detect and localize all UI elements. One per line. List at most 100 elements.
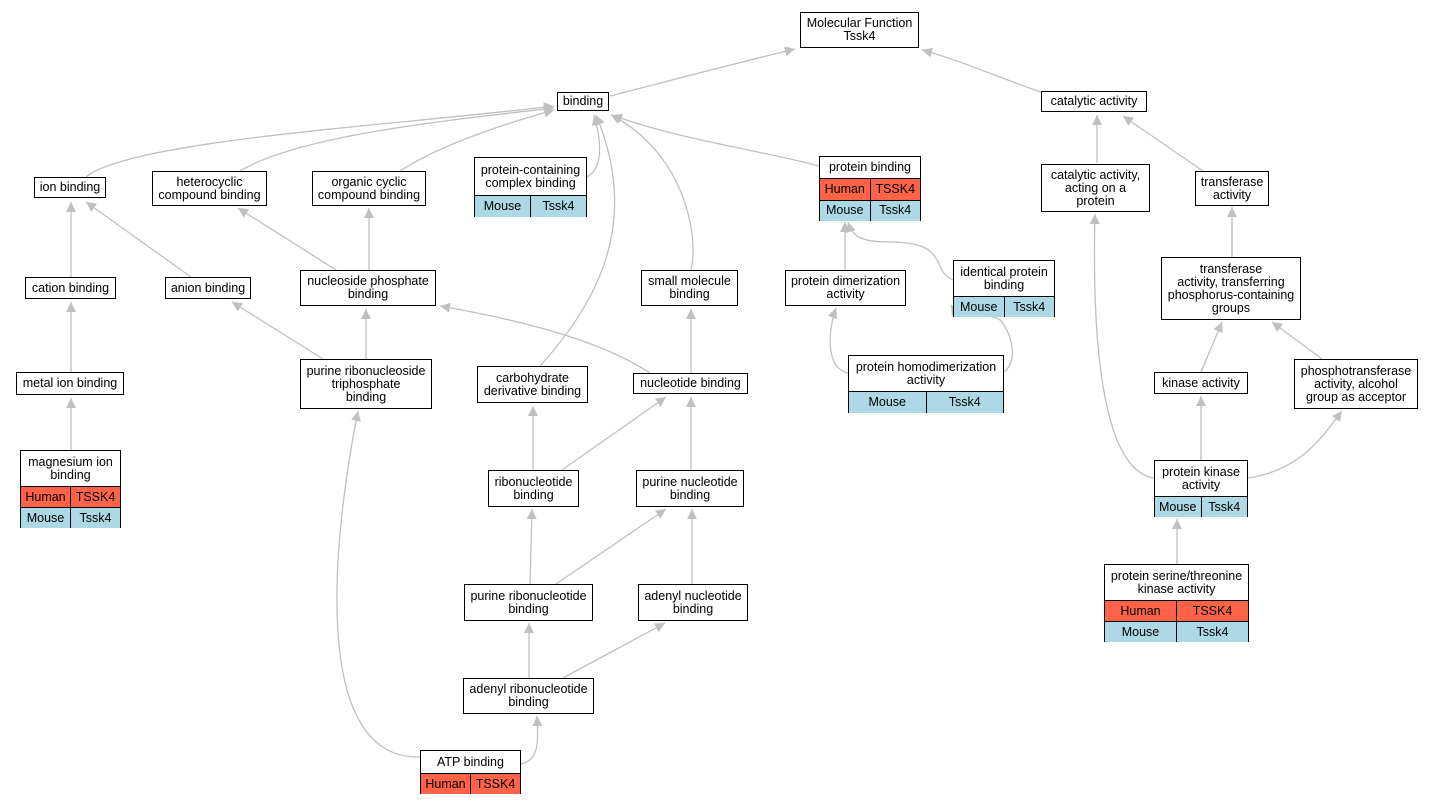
node-protein-serine-threonine-kinase-activity[interactable]: protein serine/threonine kinase activity…	[1104, 564, 1249, 642]
gene-cell: TSSK4	[70, 487, 120, 507]
edge-26	[555, 508, 667, 585]
annotation-row-human: Human TSSK4	[820, 178, 920, 200]
node-label: protein kinase activity	[1162, 464, 1240, 492]
gene-cell: Tssk4	[70, 508, 120, 528]
node-label: protein binding	[828, 160, 911, 174]
edge-10	[611, 113, 820, 167]
annotation-row-human: Human TSSK4	[1105, 600, 1248, 621]
edge-33	[827, 307, 849, 374]
node-adenyl-ribonucleotide-binding[interactable]: adenyl ribonucleotide binding	[463, 678, 594, 714]
species-cell: Human	[1120, 603, 1161, 618]
node-catalytic-activity-acting-on-a-protein[interactable]: catalytic activity, acting on a protein	[1041, 164, 1150, 212]
species-cell: Mouse	[1121, 624, 1160, 639]
node-label: metal ion binding	[22, 376, 118, 390]
gene-cell: TSSK4	[869, 179, 921, 200]
node-label: organic cyclic compound binding	[317, 174, 421, 202]
node-label: catalytic activity	[1050, 94, 1138, 108]
node-adenyl-nucleotide-binding[interactable]: adenyl nucleotide binding	[638, 584, 748, 621]
node-label: identical protein binding	[960, 264, 1048, 292]
edge-31	[520, 715, 543, 765]
node-small-molecule-binding[interactable]: small molecule binding	[641, 270, 738, 306]
species-cell: Human	[824, 181, 865, 196]
node-label: purine nucleotide binding	[642, 474, 738, 502]
edge-34	[845, 221, 954, 281]
gene-cell: TSSK4	[1176, 601, 1248, 621]
species-cell: Mouse	[825, 203, 864, 218]
gene-cell: Tssk4	[530, 196, 586, 217]
species-cell: Mouse	[26, 510, 65, 525]
node-ion-binding[interactable]: ion binding	[34, 177, 106, 198]
species-cell: Mouse	[1158, 499, 1197, 514]
edge-14	[237, 207, 337, 271]
edge-30	[336, 410, 421, 758]
node-catalytic-activity[interactable]: catalytic activity	[1041, 91, 1147, 112]
node-phosphotransferase-activity-alcohol-group-as-acceptor[interactable]: phosphotransferase activity, alcohol gro…	[1294, 359, 1418, 409]
node-label: adenyl nucleotide binding	[644, 588, 742, 616]
gene-cell: TSSK4	[470, 774, 520, 794]
edge-1	[609, 46, 796, 97]
node-label: heterocyclic compound binding	[158, 174, 261, 202]
node-label: ion binding	[39, 180, 101, 194]
node-anion-binding[interactable]: anion binding	[165, 277, 251, 299]
edge-37	[1271, 321, 1323, 360]
node-nucleotide-binding[interactable]: nucleotide binding	[633, 373, 748, 394]
node-nucleoside-phosphate-binding[interactable]: nucleoside phosphate binding	[300, 270, 436, 306]
node-label: transferase activity, transferring phosp…	[1167, 261, 1295, 315]
node-heterocyclic-compound-binding[interactable]: heterocyclic compound binding	[152, 171, 267, 206]
species-cell: Mouse	[483, 199, 522, 213]
node-cation-binding[interactable]: cation binding	[25, 277, 116, 299]
node-transferase-activity-transferring-phosphorus-containing-groups[interactable]: transferase activity, transferring phosp…	[1161, 257, 1301, 320]
node-binding[interactable]: binding	[557, 92, 609, 111]
gene-cell: Tssk4	[1003, 297, 1055, 317]
node-label: magnesium ion binding	[28, 454, 113, 482]
node-label: protein serine/threonine kinase activity	[1110, 568, 1243, 596]
node-kinase-activity[interactable]: kinase activity	[1154, 372, 1248, 394]
annotation-row-mouse: Mouse Tssk4	[820, 199, 921, 221]
node-label: adenyl ribonucleotide binding	[469, 682, 588, 709]
node-label: protein homodimerization activity	[855, 359, 997, 387]
edge-8	[586, 114, 602, 178]
node-label: transferase activity	[1200, 174, 1264, 202]
edge-36	[1200, 321, 1223, 373]
node-purine-nucleotide-binding[interactable]: purine nucleotide binding	[636, 470, 744, 507]
edge-25	[526, 508, 537, 585]
node-ribonucleotide-binding[interactable]: ribonucleotide binding	[488, 470, 579, 507]
node-purine-ribonucleotide-binding[interactable]: purine ribonucleotide binding	[464, 584, 593, 621]
node-protein-dimerization-activity[interactable]: protein dimerization activity	[785, 270, 906, 306]
node-transferase-activity[interactable]: transferase activity	[1195, 171, 1269, 206]
node-purine-ribonucleoside-triphosphate-binding[interactable]: purine ribonucleoside triphosphate bindi…	[300, 359, 432, 409]
node-carbohydrate-derivative-binding[interactable]: carbohydrate derivative binding	[477, 366, 588, 403]
edge-29	[562, 622, 666, 679]
node-label: ATP binding	[437, 754, 504, 769]
node-organic-cyclic-compound-binding[interactable]: organic cyclic compound binding	[312, 171, 426, 206]
node-label: binding	[562, 94, 604, 108]
node-molecular-function[interactable]: Molecular Function Tssk4	[800, 12, 919, 48]
node-label: Molecular Function Tssk4	[806, 16, 913, 43]
annotation-row-human: Human TSSK4	[421, 773, 520, 794]
species-cell: Human	[425, 776, 466, 791]
node-label: protein dimerization activity	[790, 274, 901, 301]
annotation-row-mouse: Mouse Tssk4	[21, 507, 120, 528]
edge-9	[610, 114, 694, 271]
edge-39	[1089, 213, 1155, 479]
node-label: purine ribonucleotide binding	[470, 588, 587, 616]
gene-cell: Tssk4	[869, 200, 921, 221]
node-label: small molecule binding	[648, 274, 731, 301]
edge-5	[85, 102, 555, 178]
node-label: nucleoside phosphate binding	[307, 274, 429, 301]
node-label: carbohydrate derivative binding	[483, 370, 582, 398]
node-metal-ion-binding[interactable]: metal ion binding	[16, 372, 124, 395]
annotation-row-mouse: Mouse Tssk4	[475, 195, 586, 217]
